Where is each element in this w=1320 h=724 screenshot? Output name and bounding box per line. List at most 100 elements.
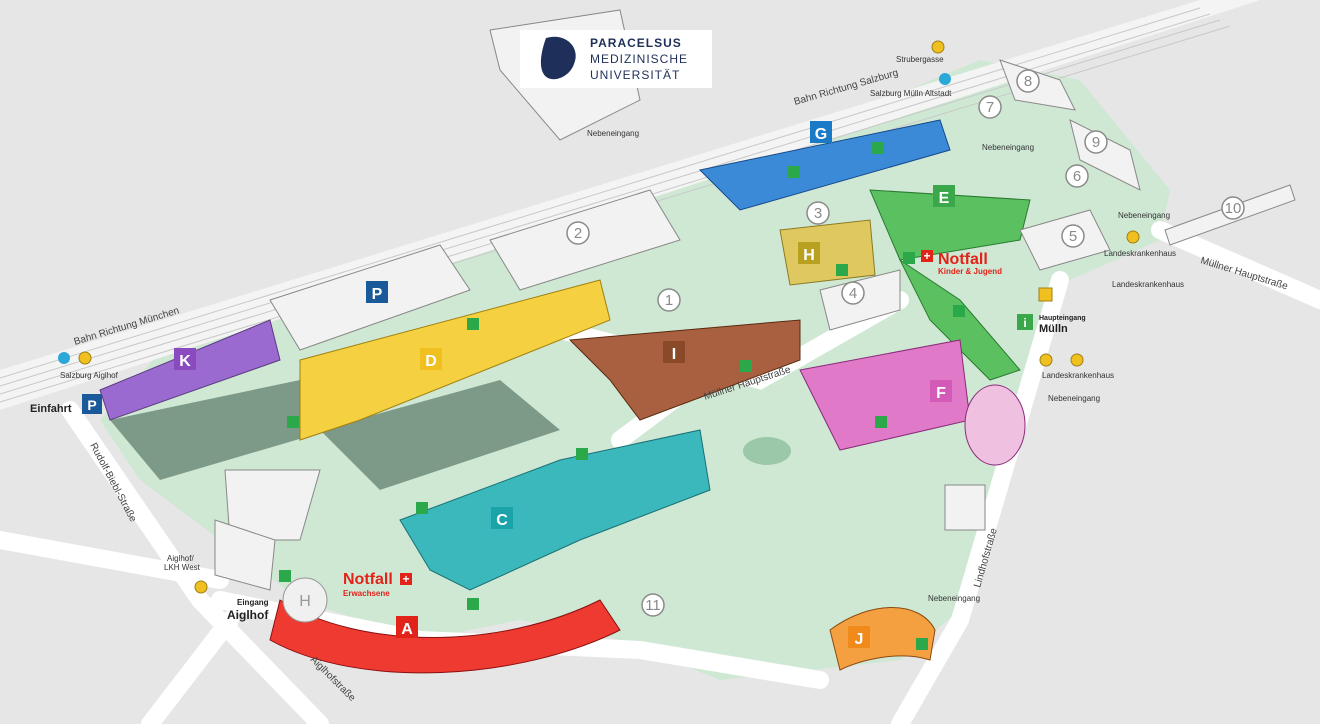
- building-e: [869, 189, 1031, 261]
- svg-text:4: 4: [849, 285, 857, 302]
- s-bahn-icon[interactable]: [58, 352, 70, 364]
- defibrillator-icon[interactable]: [467, 318, 479, 330]
- logo-line-3: UNIVERSITÄT: [590, 68, 681, 82]
- svg-text:Salzburg Aiglhof: Salzburg Aiglhof: [60, 371, 119, 380]
- defibrillator-icon[interactable]: [916, 638, 928, 650]
- svg-text:6: 6: [1073, 168, 1081, 185]
- svg-text:2: 2: [574, 225, 582, 242]
- defibrillator-icon[interactable]: [872, 142, 884, 154]
- logo-line-2: MEDIZINISCHE: [590, 52, 689, 66]
- bus-stop-icon[interactable]: [1070, 353, 1084, 367]
- svg-text:i: i: [1023, 316, 1026, 330]
- notfall-kinder[interactable]: + Notfall Kinder & Jugend: [921, 249, 1002, 276]
- number-9-marker[interactable]: [1084, 130, 1108, 154]
- defibrillator-icon[interactable]: [875, 416, 887, 428]
- svg-text:11: 11: [645, 597, 661, 614]
- svg-text:+: +: [923, 249, 930, 263]
- defibrillator-icon[interactable]: [467, 598, 479, 610]
- defibrillator-icon[interactable]: [576, 448, 588, 460]
- bus-stop-icon[interactable]: [931, 40, 945, 54]
- defibrillator-icon[interactable]: [953, 305, 965, 317]
- defibrillator-icon[interactable]: [903, 252, 915, 264]
- number-6-marker[interactable]: [1065, 164, 1089, 188]
- svg-text:Nebeneingang: Nebeneingang: [1118, 211, 1170, 220]
- bus-stop-icon[interactable]: [1126, 230, 1140, 244]
- building-w: [224, 469, 321, 541]
- svg-text:I: I: [672, 346, 676, 363]
- svg-text:5: 5: [1069, 228, 1077, 245]
- number-3-marker[interactable]: [806, 201, 830, 225]
- svg-text:Salzburg Mülln Altstadt: Salzburg Mülln Altstadt: [870, 89, 952, 98]
- notfall-erwachsene[interactable]: Notfall + Erwachsene: [343, 571, 412, 598]
- svg-text:LKH West: LKH West: [164, 563, 201, 572]
- building-a: [269, 599, 621, 674]
- svg-text:A: A: [401, 621, 413, 638]
- badge-c[interactable]: C: [491, 507, 513, 529]
- bus-stop-icon[interactable]: [78, 351, 92, 365]
- svg-text:Aiglhof/: Aiglhof/: [167, 554, 194, 563]
- svg-text:Landeskrankenhaus: Landeskrankenhaus: [1042, 371, 1114, 380]
- badge-g[interactable]: G: [810, 121, 832, 143]
- parking-area-west: [110, 380, 560, 490]
- badge-a[interactable]: A: [396, 616, 418, 638]
- svg-text:+: +: [402, 572, 409, 586]
- defibrillator-icon[interactable]: [416, 502, 428, 514]
- svg-text:K: K: [179, 353, 191, 370]
- svg-text:Nebeneingang: Nebeneingang: [982, 143, 1034, 152]
- svg-text:H: H: [299, 593, 311, 610]
- badge-j[interactable]: J: [848, 626, 870, 648]
- s-bahn-icon[interactable]: [939, 73, 951, 85]
- building-g: [698, 119, 951, 211]
- parking-icon[interactable]: P: [366, 281, 388, 303]
- badge-d[interactable]: D: [420, 348, 442, 370]
- svg-text:J: J: [855, 631, 864, 648]
- info-icon[interactable]: i: [1017, 314, 1033, 330]
- number-2-marker[interactable]: [566, 221, 590, 245]
- defibrillator-icon[interactable]: [836, 264, 848, 276]
- defibrillator-icon[interactable]: [287, 416, 299, 428]
- number-10-marker[interactable]: [1221, 196, 1245, 220]
- svg-text:Nebeneingang: Nebeneingang: [587, 129, 639, 138]
- svg-text:D: D: [425, 353, 437, 370]
- eingang-label: Eingang: [237, 598, 269, 607]
- parking-icon[interactable]: P: [82, 394, 102, 414]
- svg-text:Landeskrankenhaus: Landeskrankenhaus: [1112, 280, 1184, 289]
- svg-text:H: H: [803, 247, 815, 264]
- number-4-marker[interactable]: [841, 281, 865, 305]
- badge-f[interactable]: F: [930, 380, 952, 402]
- svg-text:Nebeneingang: Nebeneingang: [1048, 394, 1100, 403]
- building-h: [779, 219, 876, 286]
- svg-text:Strubergasse: Strubergasse: [896, 55, 944, 64]
- building-d: [299, 279, 611, 441]
- building-j: [829, 607, 936, 671]
- aiglhof-label: Aiglhof: [227, 608, 269, 622]
- svg-text:E: E: [939, 190, 950, 207]
- badge-h[interactable]: H: [798, 242, 820, 264]
- helipad-a: [282, 577, 328, 623]
- svg-text:Haupteingang: Haupteingang: [1039, 315, 1086, 322]
- svg-text:P: P: [372, 286, 383, 303]
- building-f-round: [964, 384, 1026, 466]
- bus-stop-icon[interactable]: [1039, 353, 1053, 367]
- svg-text:G: G: [815, 126, 827, 143]
- number-1-marker[interactable]: [657, 288, 681, 312]
- number-7-marker[interactable]: [978, 95, 1002, 119]
- badge-k[interactable]: K: [174, 348, 196, 370]
- bus-stop-icon[interactable]: [1038, 287, 1053, 302]
- number-5-marker[interactable]: [1061, 224, 1085, 248]
- defibrillator-icon[interactable]: [788, 166, 800, 178]
- bus-stop-icon[interactable]: [194, 580, 208, 594]
- svg-text:Notfall: Notfall: [938, 251, 988, 268]
- svg-text:10: 10: [1225, 200, 1242, 217]
- building-e-small: [944, 484, 986, 531]
- badge-i[interactable]: I: [663, 341, 685, 363]
- defibrillator-icon[interactable]: [279, 570, 291, 582]
- svg-text:7: 7: [986, 99, 994, 116]
- badge-e[interactable]: E: [933, 185, 955, 207]
- defibrillator-icon[interactable]: [740, 360, 752, 372]
- logo-line-1: PARACELSUS: [590, 36, 682, 50]
- number-8-marker[interactable]: [1016, 69, 1040, 93]
- svg-text:Mülln: Mülln: [1039, 323, 1068, 335]
- number-11-marker[interactable]: [641, 593, 665, 617]
